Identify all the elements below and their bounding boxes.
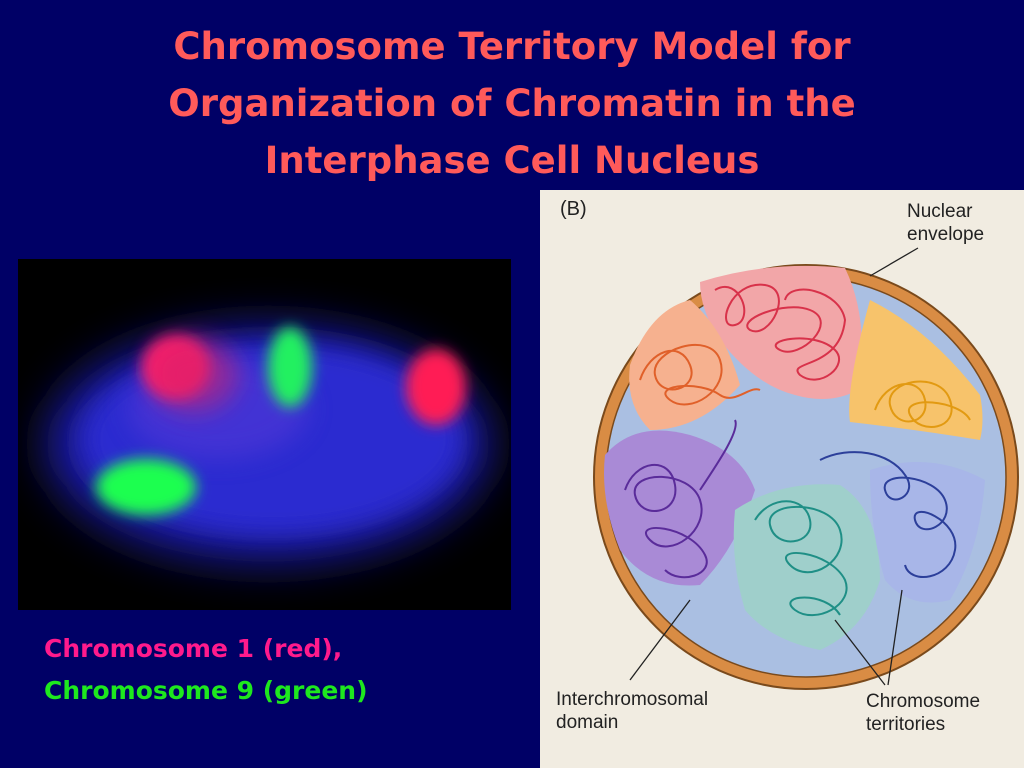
territory-orange	[629, 300, 740, 430]
label-interchromosomal-line2: domain	[556, 712, 619, 733]
nucleus-diagram-panel: (B) Nuclear envelope Interchromosomal do…	[540, 190, 1024, 768]
panel-label: (B)	[560, 198, 587, 220]
chr9-green-spot-top	[268, 327, 312, 407]
title-line-1: Chromosome Territory Model for	[173, 25, 851, 68]
pointer-nuclear-envelope	[869, 247, 919, 277]
label-territories-line1: Chromosome	[866, 691, 981, 712]
fluorescence-micrograph	[18, 259, 511, 610]
chr1-red-spot-right	[406, 349, 466, 425]
chromatin-red	[714, 283, 847, 381]
pointer-interchromosomal	[629, 599, 691, 681]
micrograph-image	[46, 326, 490, 562]
chromatin-purple	[624, 419, 737, 579]
label-interchromosomal-domain: Interchromosomal domain	[556, 688, 708, 734]
chr1-red-spot-left-halo	[148, 336, 238, 412]
title-line-2: Organization of Chromatin in the	[168, 82, 856, 125]
chromatin-teal	[754, 500, 848, 617]
label-nuclear-envelope-line2: envelope	[907, 224, 985, 245]
chromatin-orange	[639, 343, 761, 406]
label-nuclear-envelope-line1: Nuclear	[907, 201, 973, 222]
chromatin-yellow	[874, 380, 971, 428]
chromatin-fibers	[624, 283, 971, 617]
label-interchromosomal-line1: Interchromosomal	[556, 689, 709, 710]
caption-chromosome-1: Chromosome 1 (red),	[44, 634, 343, 663]
territory-blue	[870, 462, 985, 603]
label-territories-line2: territories	[866, 714, 946, 735]
slide-title: Chromosome Territory Model for Organizat…	[0, 18, 1024, 189]
chr9-green-spot-bottom	[96, 459, 196, 515]
micrograph-caption: Chromosome 1 (red), Chromosome 9 (green)	[44, 628, 368, 712]
label-nuclear-envelope: Nuclear envelope	[907, 200, 984, 246]
pointer-territories-a	[834, 619, 886, 686]
title-line-3: Interphase Cell Nucleus	[264, 139, 760, 182]
label-chromosome-territories: Chromosome territories	[866, 690, 980, 736]
chromatin-blue	[819, 451, 957, 578]
pointer-territories-b	[887, 589, 903, 686]
nucleus-diagram	[593, 247, 1019, 690]
caption-chromosome-9: Chromosome 9 (green)	[44, 676, 368, 705]
